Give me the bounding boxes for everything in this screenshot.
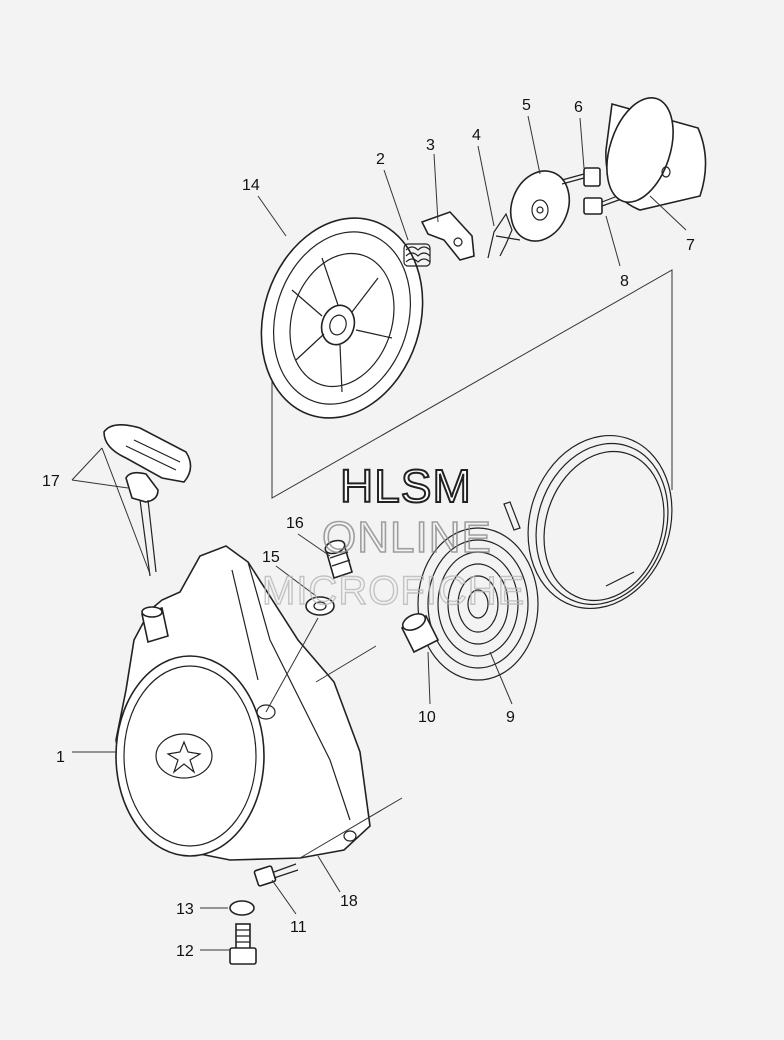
callout-12: 12 (176, 943, 194, 960)
part-4-friction-spring (487, 212, 521, 259)
callout-14: 14 (242, 177, 260, 194)
part-14-pulley-reel (260, 217, 424, 419)
callout-6: 6 (574, 99, 583, 116)
part-9-recoil-spring (417, 527, 539, 681)
part-2-spring (403, 243, 431, 267)
part-11-screw (253, 863, 299, 887)
callout-4: 4 (472, 127, 481, 144)
callout-15: 15 (262, 549, 280, 566)
part-12-bolt (229, 923, 257, 965)
callout-13: 13 (176, 901, 194, 918)
watermark-microfiche: MICROFICHE (262, 569, 525, 613)
part-15-washer (305, 596, 335, 616)
callout-2: 2 (376, 151, 385, 168)
callout-8: 8 (620, 273, 629, 290)
callout-10: 10 (418, 709, 436, 726)
callout-labels: 1 2 3 4 5 6 7 8 9 10 11 12 13 14 15 16 1… (42, 97, 695, 960)
part-16-fitting (324, 539, 353, 580)
part-6-bolt (561, 167, 601, 187)
leader-lines (71, 115, 687, 951)
callout-1: 1 (56, 749, 65, 766)
callout-5: 5 (522, 97, 531, 114)
part-5-friction-plate (509, 170, 571, 242)
recoil-rope-coil (503, 434, 673, 610)
assembly-bracket (271, 269, 673, 499)
part-13-washer (229, 900, 255, 916)
callout-16: 16 (286, 515, 304, 532)
callout-11: 11 (290, 919, 307, 936)
callout-17: 17 (42, 473, 60, 490)
watermark: HLSM ONLINE MICROFICHE (261, 459, 525, 614)
part-10-bushing (400, 613, 440, 654)
part-1-starter-housing (115, 545, 371, 861)
callout-9: 9 (506, 709, 515, 726)
part-7-cover-cup (605, 97, 707, 211)
watermark-hlsm: HLSM (340, 460, 472, 512)
callout-3: 3 (426, 137, 435, 154)
part-3-pawl (420, 211, 475, 261)
callout-7: 7 (686, 237, 695, 254)
callout-18: 18 (340, 893, 358, 910)
watermark-online: ONLINE (322, 513, 492, 562)
part-8-flange-bolt (583, 191, 631, 215)
part-17-starter-handle (103, 424, 192, 577)
